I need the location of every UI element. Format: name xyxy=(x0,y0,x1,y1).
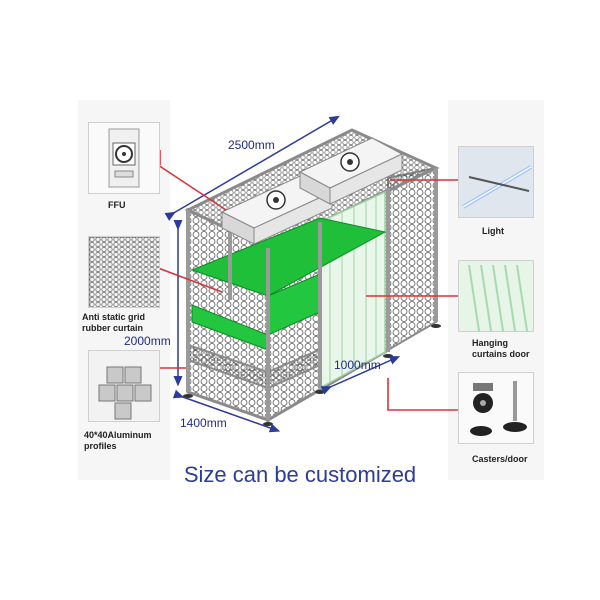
ffu-label: FFU xyxy=(108,200,126,210)
aluminum-label-line1: 40*40Aluminum xyxy=(84,430,152,440)
hanging-label-line2: curtains door xyxy=(472,349,530,359)
green-shelf-upper xyxy=(190,217,387,297)
aluminum-label-line2: profiles xyxy=(84,441,117,451)
hanging-label-line1: Hanging xyxy=(472,338,508,348)
light-label: Light xyxy=(482,226,504,236)
door-dimension: 1000mm xyxy=(334,358,381,372)
light-thumbnail xyxy=(458,146,534,218)
aluminum-profile-icon xyxy=(98,366,152,420)
customize-caption: Size can be customized xyxy=(183,462,417,487)
anti-static-label-line1: Anti static grid xyxy=(82,312,146,322)
mesh-curtain-icon xyxy=(89,237,159,307)
hanging-curtain-thumbnail xyxy=(458,260,534,332)
curtain-door-icon xyxy=(459,261,533,331)
side-wall-mesh xyxy=(387,166,437,352)
depth-dimension: 1400mm xyxy=(180,416,227,430)
ffu-unit-icon xyxy=(108,128,140,188)
height-dimension: 2000mm xyxy=(124,334,171,348)
dimension-lines xyxy=(164,115,401,433)
anti-static-label-line2: rubber curtain xyxy=(82,323,144,333)
caster-icon xyxy=(470,381,527,436)
width-dimension: 2500mm xyxy=(228,138,275,152)
led-light-icon xyxy=(459,147,533,217)
casters-thumbnail xyxy=(458,372,534,444)
anti-static-thumbnail xyxy=(88,236,160,308)
ffu-thumbnail xyxy=(88,122,160,194)
casters-label: Casters/door xyxy=(472,454,528,464)
aluminum-thumbnail xyxy=(88,350,160,422)
